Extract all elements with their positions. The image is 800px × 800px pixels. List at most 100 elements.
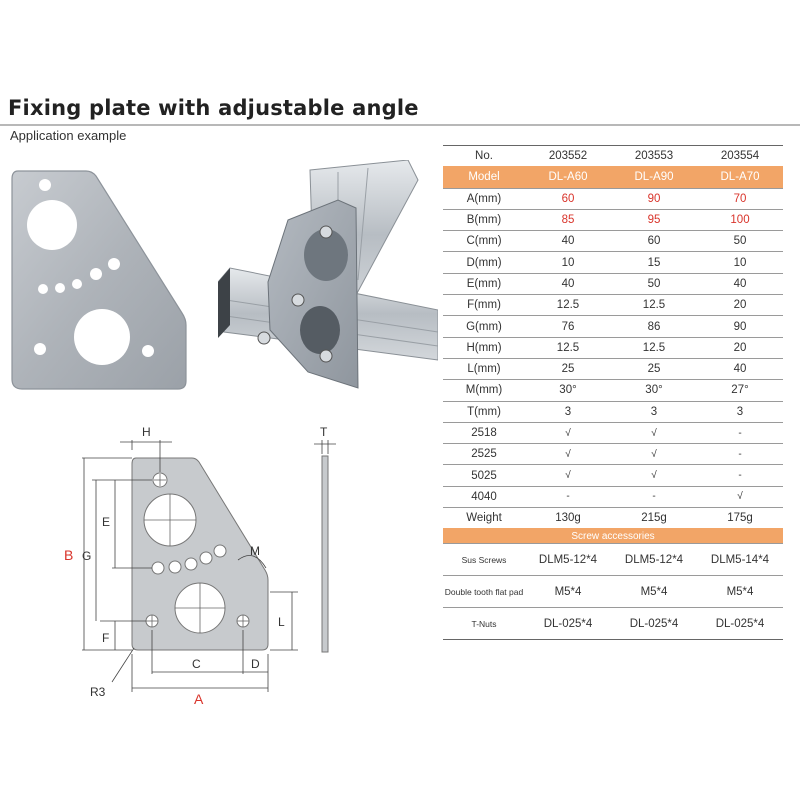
row-label: T-Nuts xyxy=(443,607,525,641)
table-cell: 85 xyxy=(525,208,611,231)
table-cell: 90 xyxy=(611,187,697,210)
table-cell: 10 xyxy=(525,251,611,274)
table-cell: 40 xyxy=(697,272,783,295)
dim-label-e: E xyxy=(102,515,110,529)
dim-label-r3: R3 xyxy=(90,685,106,699)
dim-label-l: L xyxy=(278,615,285,629)
dim-label-h: H xyxy=(142,425,151,439)
row-label: E(mm) xyxy=(443,272,525,295)
row-label: M(mm) xyxy=(443,379,525,402)
table-cell: - xyxy=(697,421,783,444)
dim-label-c: C xyxy=(192,657,201,671)
table-cell: 86 xyxy=(611,315,697,338)
table-cell: 95 xyxy=(611,208,697,231)
dim-label-t: T xyxy=(320,425,328,439)
table-cell: - xyxy=(697,464,783,487)
table-cell: 50 xyxy=(697,230,783,252)
table-row: 4040--√ xyxy=(443,485,783,508)
table-header-cell: 203554 xyxy=(697,144,783,167)
table-cell: 70 xyxy=(697,187,783,210)
section-header-row: Screw accessories xyxy=(443,528,783,544)
dim-label-m: M xyxy=(250,544,260,558)
title-divider xyxy=(0,124,800,126)
table-header-cell: No. xyxy=(443,144,525,167)
table-cell: 12.5 xyxy=(525,294,611,316)
table-cell: √ xyxy=(611,443,697,465)
table-cell: √ xyxy=(525,443,611,465)
model-row: Model DL-A60 DL-A90 DL-A70 xyxy=(443,166,783,189)
dim-label-a: A xyxy=(194,691,204,707)
table-cell: - xyxy=(611,485,697,508)
table-cell: 100 xyxy=(697,208,783,231)
dim-label-b: B xyxy=(64,547,73,563)
row-label: 2518 xyxy=(443,421,525,444)
table-cell: 12.5 xyxy=(525,336,611,359)
spec-table: No. 203552 203553 203554 Model DL-A60 DL… xyxy=(443,144,783,641)
table-cell: M5*4 xyxy=(611,575,697,608)
table-header-row: No. 203552 203553 203554 xyxy=(443,144,783,167)
table-row: 2518√√- xyxy=(443,421,783,444)
table-cell: 175g xyxy=(697,507,783,529)
table-cell: DLM5-14*4 xyxy=(697,543,783,576)
table-cell: 90 xyxy=(697,315,783,338)
table-cell: - xyxy=(525,485,611,508)
row-label: Weight xyxy=(443,507,525,529)
table-cell: DLM5-12*4 xyxy=(525,543,611,576)
table-cell: DL-025*4 xyxy=(525,607,611,641)
table-cell: DL-025*4 xyxy=(697,607,783,641)
table-cell: 27° xyxy=(697,379,783,402)
dim-label-d: D xyxy=(251,657,260,671)
table-cell: M5*4 xyxy=(697,575,783,608)
table-header-cell: 203552 xyxy=(525,144,611,167)
row-label: Double tooth flat pad xyxy=(443,575,525,608)
table-cell: 3 xyxy=(697,400,783,423)
table-row: 2525√√- xyxy=(443,443,783,465)
table-cell: 20 xyxy=(697,336,783,359)
table-cell: DLM5-12*4 xyxy=(611,543,697,576)
row-label: 2525 xyxy=(443,443,525,465)
table-cell: 40 xyxy=(525,272,611,295)
table-cell: 30° xyxy=(611,379,697,402)
plate-photo xyxy=(11,170,187,390)
dim-label-f: F xyxy=(102,631,109,645)
table-cell: √ xyxy=(611,421,697,444)
table-cell: 15 xyxy=(611,251,697,274)
row-label: D(mm) xyxy=(443,251,525,274)
page-subtitle: Application example xyxy=(10,128,127,143)
section-header: Screw accessories xyxy=(443,528,783,544)
table-row: M(mm)30°30°27° xyxy=(443,379,783,402)
table-cell: √ xyxy=(525,421,611,444)
row-label: A(mm) xyxy=(443,187,525,210)
table-cell: 25 xyxy=(525,357,611,380)
table-cell: DL-025*4 xyxy=(611,607,697,641)
table-cell: 215g xyxy=(611,507,697,529)
table-cell: √ xyxy=(611,464,697,487)
table-header-cell: 203553 xyxy=(611,144,697,167)
row-label: 5025 xyxy=(443,464,525,487)
table-cell: 76 xyxy=(525,315,611,338)
assembly-photo xyxy=(218,160,438,389)
table-cell: 50 xyxy=(611,272,697,295)
table-cell: 60 xyxy=(611,230,697,252)
table-cell: M5*4 xyxy=(525,575,611,608)
table-cell: 20 xyxy=(697,294,783,316)
dimension-drawing: H T E B G M F L C D R3 A xyxy=(64,425,336,707)
table-cell: 12.5 xyxy=(611,294,697,316)
table-cell: 12.5 xyxy=(611,336,697,359)
row-label: H(mm) xyxy=(443,336,525,359)
row-label: 4040 xyxy=(443,485,525,508)
table-cell: 130g xyxy=(525,507,611,529)
table-cell: 10 xyxy=(697,251,783,274)
row-label: C(mm) xyxy=(443,230,525,252)
dim-label-g: G xyxy=(82,549,91,563)
